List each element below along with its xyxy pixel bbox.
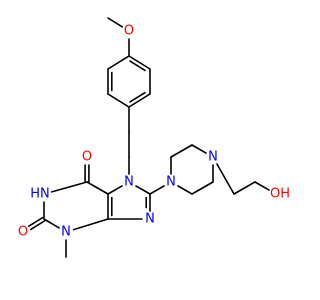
bond-c8-pn1 <box>149 185 165 195</box>
bond-c5-n7 <box>107 185 123 195</box>
bond-n7-c8 <box>135 185 151 195</box>
bond-me-ome <box>107 17 123 28</box>
nitrogen-atom-label: N <box>208 150 218 165</box>
bond-a4-a5 <box>128 93 151 108</box>
oxygen-atom-label: O <box>82 150 92 165</box>
bond-p5-p6 <box>191 181 214 195</box>
bond-a6-a1-inner <box>129 60 146 72</box>
atom-label-layer: O N N HN N O O N N OH <box>18 24 290 240</box>
bond-c2-o2 <box>27 216 44 227</box>
oxygen-atom-label: O <box>18 225 28 240</box>
nitrogen-atom-label: N <box>124 175 134 190</box>
molecule-structure-diagram: O N N HN N O O N N OH <box>18 17 290 258</box>
bond-a3-a4 <box>107 93 130 108</box>
bond-pn4-e1 <box>216 163 235 195</box>
bond-e2-oh <box>254 181 270 191</box>
nitrogen-atom-label: N <box>61 225 71 240</box>
bond-c2-o2-second <box>29 219 46 231</box>
bond-p6-pn1 <box>177 185 193 195</box>
bond-a6-a1 <box>128 55 151 70</box>
bond-layer <box>27 17 270 258</box>
bond-p3-pn4 <box>191 144 207 154</box>
oxygen-atom-label: O <box>124 24 134 39</box>
bond-n3-c4 <box>72 218 109 231</box>
nitrogen-atom-label: HN <box>30 187 50 202</box>
bond-c5-c6 <box>86 181 109 195</box>
bond-c2-n3 <box>43 218 60 229</box>
bond-e1-e2 <box>233 181 256 195</box>
nitrogen-atom-label: N <box>166 175 176 190</box>
bond-p2-p3 <box>170 144 193 158</box>
hydroxyl-label: OH <box>270 187 290 202</box>
nitrogen-atom-label: N <box>145 212 155 227</box>
bond-a1-a2 <box>107 55 130 70</box>
bond-a4-a5-inner <box>129 91 146 103</box>
bond-c6-n1 <box>50 181 88 193</box>
